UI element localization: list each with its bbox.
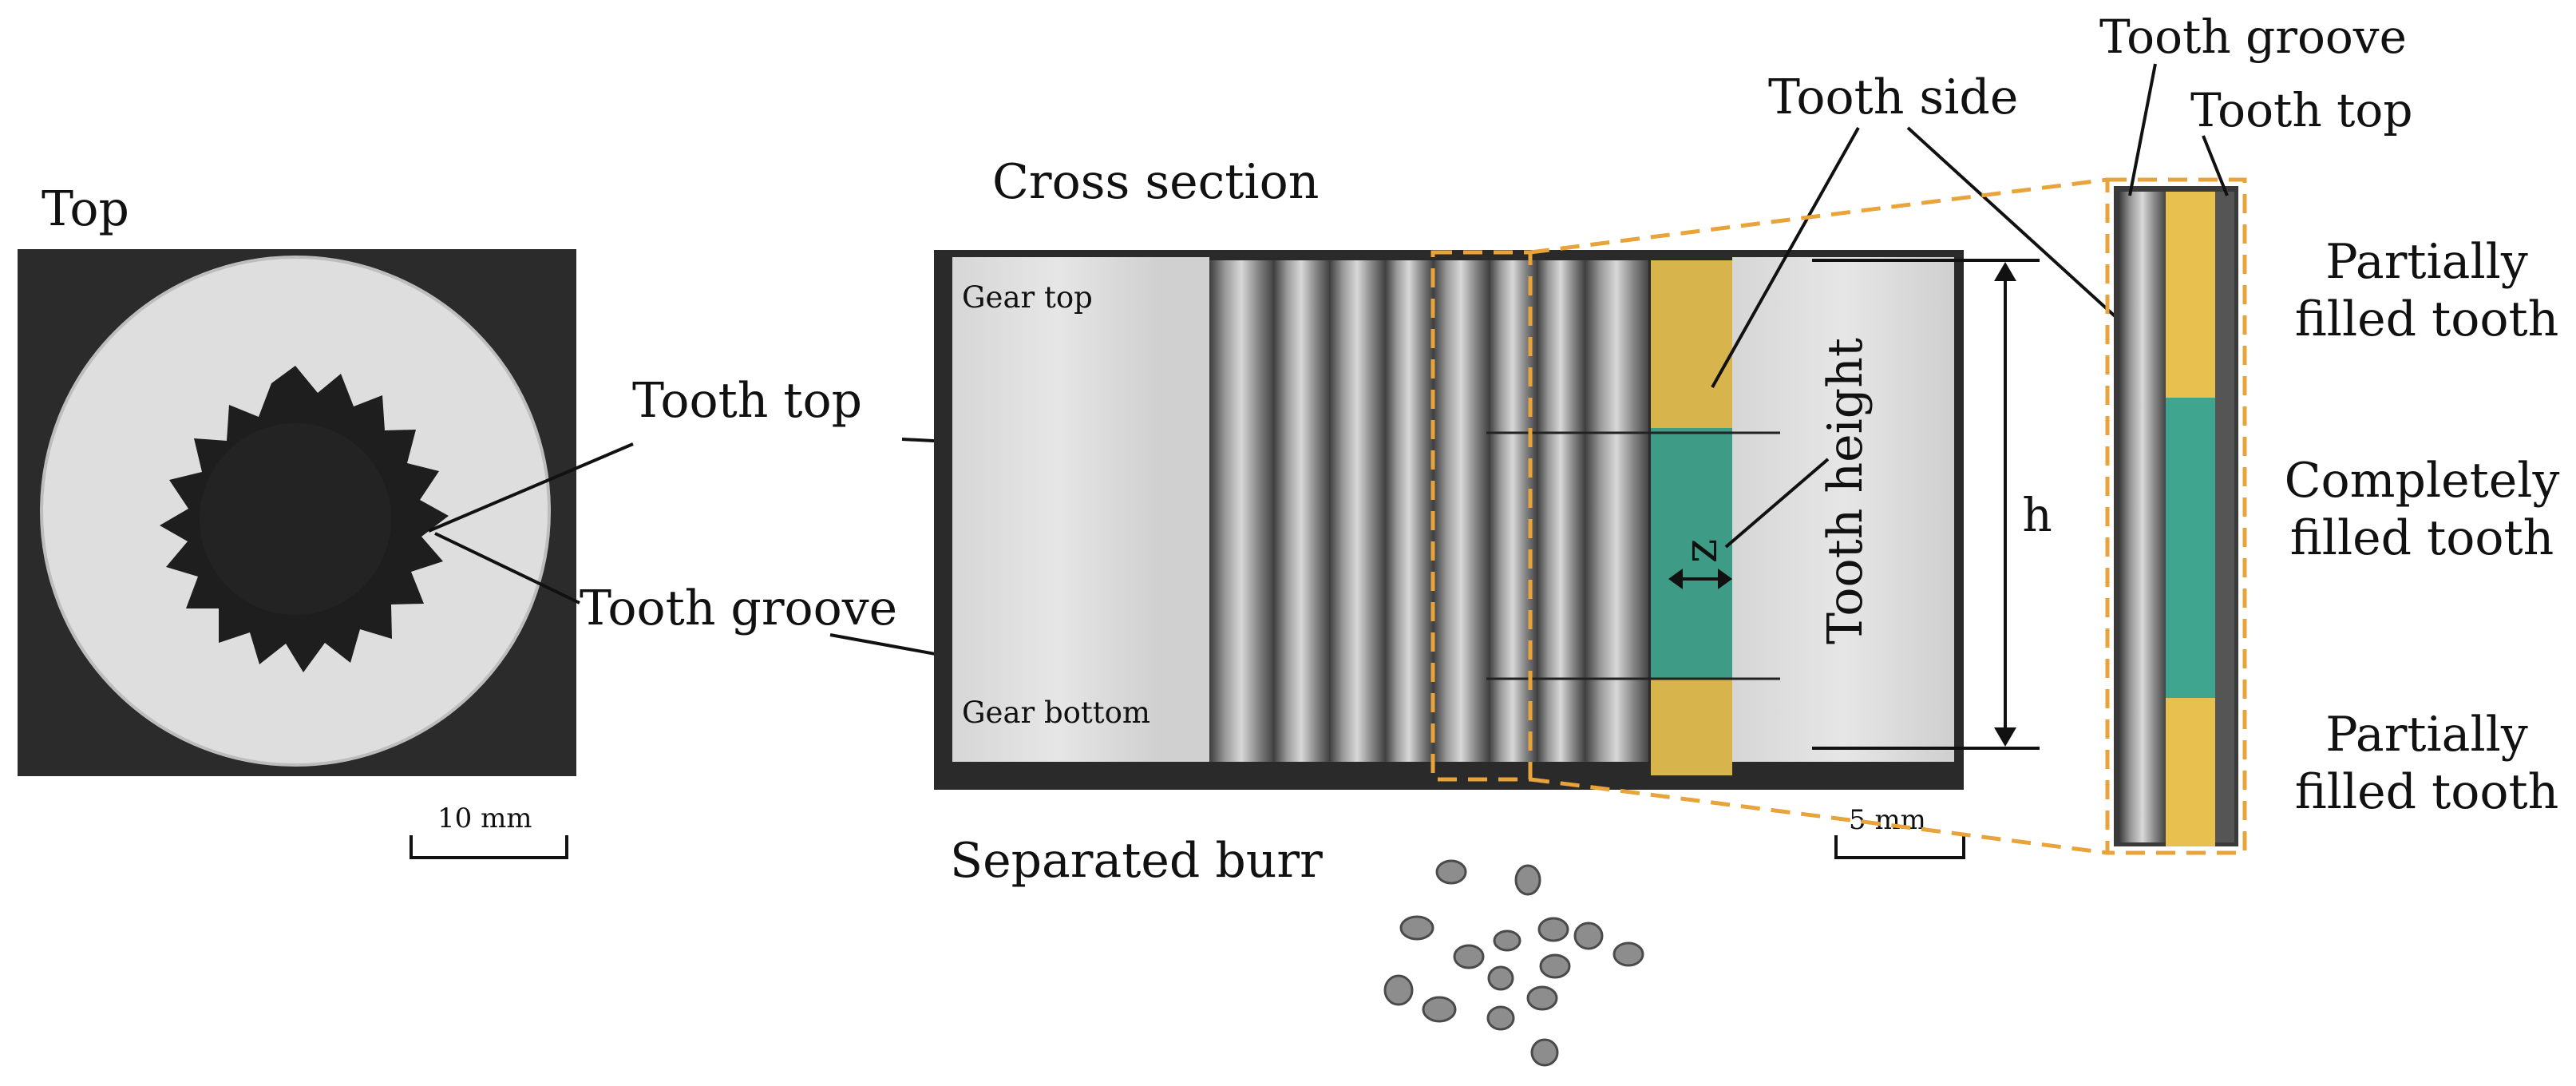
detail-complete <box>2166 398 2215 698</box>
detail-panel: Tooth groove Tooth top Partially filled … <box>2099 10 2560 855</box>
partial-top-line1: Partially <box>2325 234 2528 290</box>
complete-line2: filled tooth <box>2290 510 2554 566</box>
detail-dashed-frame <box>2105 177 2247 855</box>
top-view-panel: Top 10 mm <box>18 181 576 859</box>
cross-section-panel: Cross section Gear top Gear bottom <box>934 154 2052 859</box>
callout-tooth-side: Tooth side <box>1711 69 2157 388</box>
selected-tooth-box <box>1430 250 1533 782</box>
burr-panel: Separated burr <box>950 833 1644 1067</box>
z-label: z <box>1673 539 1727 564</box>
burr-title: Separated burr <box>950 833 1323 889</box>
gear-top-label: Gear top <box>962 280 1093 315</box>
partial-fill-bottom-region <box>1651 680 1732 775</box>
partial-fill-top-region <box>1651 260 1732 428</box>
tooth-side-label: Tooth side <box>1768 69 2018 125</box>
h-dimension: h <box>1812 259 2052 750</box>
top-scale-label: 10 mm <box>437 803 532 834</box>
cross-scale-label: 5 mm <box>1849 804 1926 836</box>
tooth-height-label: Tooth height <box>1818 338 1874 644</box>
partial-top-line2: filled tooth <box>2295 291 2559 347</box>
top-view-title: Top <box>42 181 129 237</box>
complete-fill-region <box>1651 428 1732 680</box>
detail-partial-top <box>2166 192 2215 398</box>
cross-section-title: Cross section <box>992 154 1319 210</box>
cross-scale-bar: 5 mm <box>1834 804 1965 859</box>
gear-bottom-label: Gear bottom <box>962 696 1150 730</box>
partial-bottom-line2: filled tooth <box>2295 764 2559 820</box>
partial-bottom-line1: Partially <box>2325 707 2528 763</box>
complete-line1: Completely <box>2285 453 2560 509</box>
detail-tooth-top-label: Tooth top <box>2190 83 2412 137</box>
z-dimension: z <box>1668 539 1732 589</box>
detail-partial-bottom <box>2166 698 2215 846</box>
h-label: h <box>2022 488 2052 542</box>
left-metal <box>952 257 1161 762</box>
burr-chips <box>1383 859 1644 1067</box>
detail-tooth-groove-label: Tooth groove <box>2099 10 2407 64</box>
tooth-groove-label: Tooth groove <box>580 581 897 636</box>
tooth-top-label: Tooth top <box>632 373 862 429</box>
top-scale-bar: 10 mm <box>410 803 568 859</box>
